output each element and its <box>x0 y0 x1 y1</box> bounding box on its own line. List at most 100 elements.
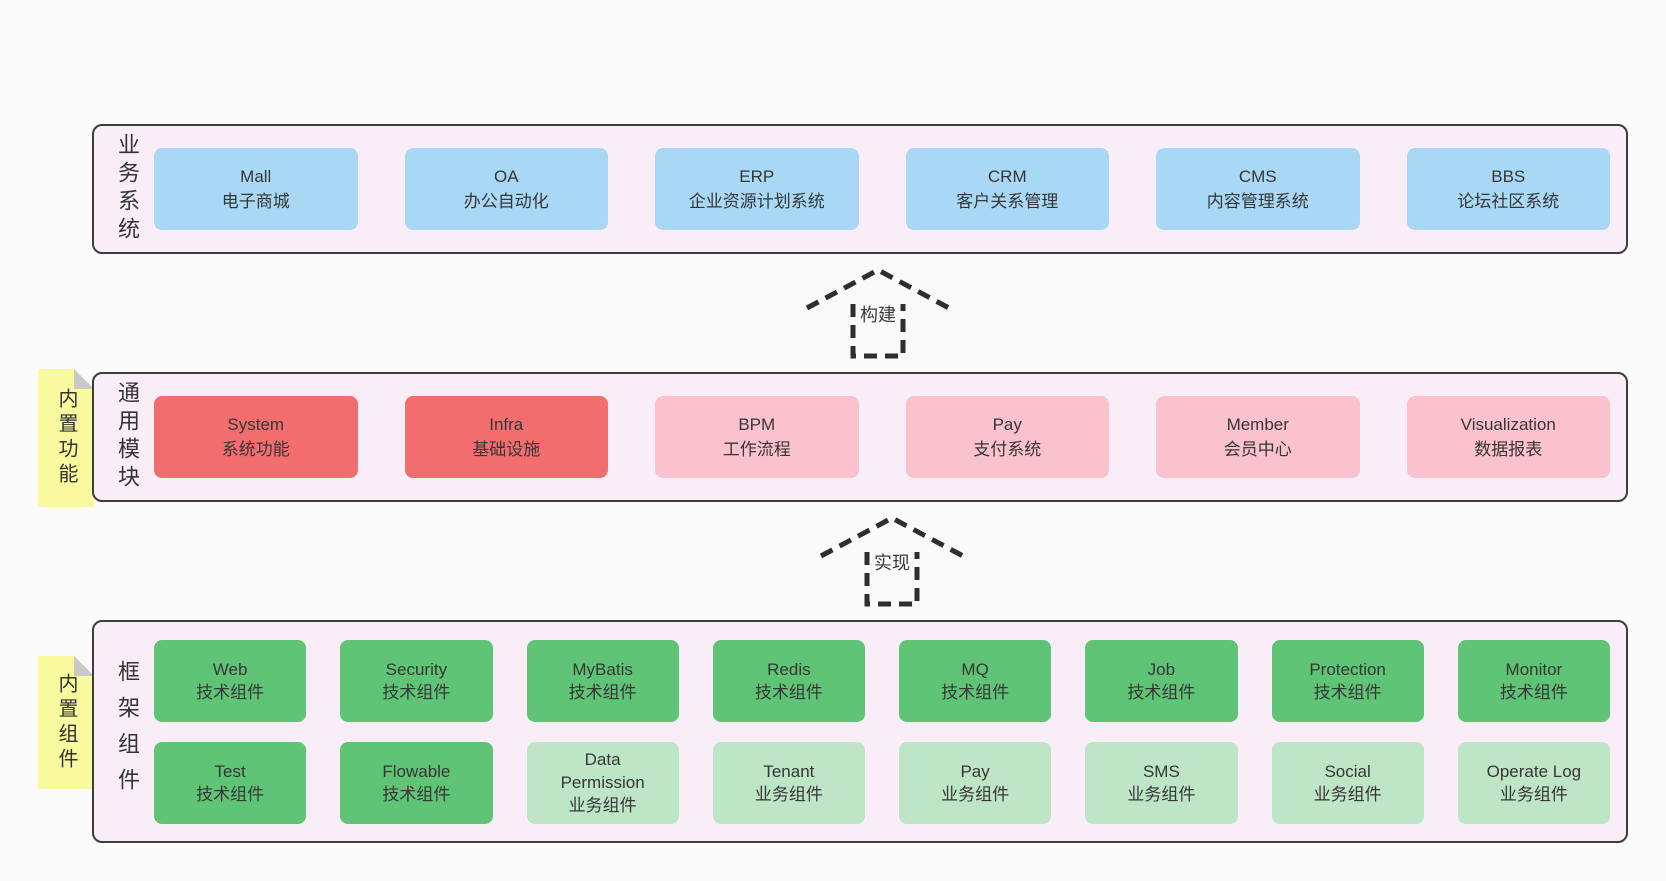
component-desc: 技术组件 <box>382 784 451 804</box>
panel-title: 框架组件 <box>115 659 140 804</box>
panel-boxes: System 系统功能 Infra 基础设施 BPM 工作流程 Pay 支付系统… <box>154 396 1610 478</box>
module-desc: 企业资源计划系统 <box>688 192 825 211</box>
module-name: BBS <box>1491 167 1526 186</box>
module-name: BPM <box>738 415 776 434</box>
module-name: CMS <box>1238 167 1277 186</box>
component-box-social: Social 业务组件 <box>1271 741 1424 824</box>
component-name: Monitor <box>1505 659 1563 679</box>
component-box-pay: Pay 业务组件 <box>899 741 1052 824</box>
box-row: Web 技术组件 Security 技术组件 MyBatis 技术组件 Redi… <box>154 639 1610 722</box>
component-name: Protection <box>1309 659 1386 679</box>
sticky-note-label: 内置组件 <box>55 672 77 773</box>
component-box-test: Test 技术组件 <box>154 741 307 824</box>
component-name: Test <box>214 761 246 781</box>
module-desc: 基础设施 <box>472 440 541 459</box>
module-name: Member <box>1226 415 1289 434</box>
module-desc: 数据报表 <box>1474 440 1543 459</box>
component-box-protection: Protection 技术组件 <box>1271 639 1424 722</box>
panel-boxes: Mall 电子商城 OA 办公自动化 ERP 企业资源计划系统 CRM 客户关系… <box>154 148 1610 230</box>
module-desc: 工作流程 <box>722 440 791 459</box>
component-desc: 业务组件 <box>1499 784 1568 804</box>
component-box-security: Security 技术组件 <box>340 639 493 722</box>
component-name: Tenant <box>763 761 815 781</box>
component-desc: 业务组件 <box>1313 784 1382 804</box>
module-name: Visualization <box>1460 415 1556 434</box>
module-box-bbs: BBS 论坛社区系统 <box>1406 148 1610 230</box>
panel-framework-components: 框架组件 Web 技术组件 Security 技术组件 MyBatis 技术组件… <box>92 620 1628 843</box>
module-box-mall: Mall 电子商城 <box>154 148 358 230</box>
implement-arrow: 实现 <box>817 514 967 610</box>
box-row: Test 技术组件 Flowable 技术组件 Data Permission … <box>154 741 1610 824</box>
component-name: Operate Log <box>1486 761 1582 781</box>
component-box-tenant: Tenant 业务组件 <box>712 741 865 824</box>
component-box-operate-log: Operate Log 业务组件 <box>1457 741 1610 824</box>
component-desc: 技术组件 <box>1313 682 1382 702</box>
module-name: Infra <box>489 415 524 434</box>
module-box-member: Member 会员中心 <box>1156 396 1360 478</box>
component-box-flowable: Flowable 技术组件 <box>340 741 493 824</box>
module-name: Mall <box>240 167 272 186</box>
component-box-mybatis: MyBatis 技术组件 <box>526 639 679 722</box>
component-name: Redis <box>767 659 811 679</box>
module-desc: 客户关系管理 <box>956 192 1059 211</box>
module-desc: 内容管理系统 <box>1206 192 1309 211</box>
module-name: System <box>227 415 285 434</box>
module-desc: 会员中心 <box>1223 440 1292 459</box>
module-box-oa: OA 办公自动化 <box>404 148 608 230</box>
component-desc: 业务组件 <box>1127 784 1196 804</box>
component-name: Flowable <box>382 761 451 781</box>
arrow-up-icon <box>819 515 965 607</box>
module-name: Pay <box>992 415 1022 434</box>
arrow-up-icon <box>805 267 951 359</box>
panel-common-modules: 通用模块 System 系统功能 Infra 基础设施 BPM 工作流程 Pay… <box>92 372 1628 502</box>
component-desc: 技术组件 <box>754 682 823 702</box>
component-name: Data Permission <box>560 750 645 792</box>
component-name: Security <box>385 659 448 679</box>
component-name: Web <box>212 659 248 679</box>
component-name: MyBatis <box>572 659 633 679</box>
panel-title: 业务系统 <box>115 133 140 245</box>
panel-business-systems: 业务系统 Mall 电子商城 OA 办公自动化 ERP 企业资源计划系统 CRM… <box>92 124 1628 254</box>
panel-title: 通用模块 <box>115 381 140 493</box>
build-arrow: 构建 <box>803 266 953 362</box>
module-box-visualization: Visualization 数据报表 <box>1406 396 1610 478</box>
sticky-note-builtin-features: 内置功能 <box>38 369 94 507</box>
component-desc: 技术组件 <box>941 682 1010 702</box>
module-box-cms: CMS 内容管理系统 <box>1156 148 1360 230</box>
module-box-crm: CRM 客户关系管理 <box>905 148 1109 230</box>
module-name: ERP <box>739 167 775 186</box>
box-row: System 系统功能 Infra 基础设施 BPM 工作流程 Pay 支付系统… <box>154 396 1610 478</box>
module-desc: 论坛社区系统 <box>1457 192 1560 211</box>
module-box-erp: ERP 企业资源计划系统 <box>655 148 859 230</box>
component-box-job: Job 技术组件 <box>1085 639 1238 722</box>
module-box-infra: Infra 基础设施 <box>404 396 608 478</box>
component-desc: 技术组件 <box>1499 682 1568 702</box>
module-desc: 办公自动化 <box>463 192 549 211</box>
component-name: MQ <box>961 659 989 679</box>
component-desc: 技术组件 <box>196 784 265 804</box>
component-name: SMS <box>1142 761 1180 781</box>
module-name: CRM <box>987 167 1027 186</box>
component-desc: 技术组件 <box>196 682 265 702</box>
box-row: Mall 电子商城 OA 办公自动化 ERP 企业资源计划系统 CRM 客户关系… <box>154 148 1610 230</box>
module-box-pay: Pay 支付系统 <box>905 396 1109 478</box>
component-name: Social <box>1324 761 1371 781</box>
module-desc: 支付系统 <box>973 440 1042 459</box>
module-name: OA <box>493 167 519 186</box>
component-box-mq: MQ 技术组件 <box>899 639 1052 722</box>
component-desc: 业务组件 <box>941 784 1010 804</box>
component-desc: 业务组件 <box>568 796 637 815</box>
sticky-note-label: 内置功能 <box>55 388 77 488</box>
component-box-redis: Redis 技术组件 <box>712 639 865 722</box>
component-desc: 业务组件 <box>754 784 823 804</box>
panel-boxes: Web 技术组件 Security 技术组件 MyBatis 技术组件 Redi… <box>154 639 1610 824</box>
module-box-system: System 系统功能 <box>154 396 358 478</box>
module-desc: 电子商城 <box>221 192 290 211</box>
component-desc: 技术组件 <box>568 682 637 702</box>
module-desc: 系统功能 <box>221 440 290 459</box>
component-desc: 技术组件 <box>1127 682 1196 702</box>
component-name: Job <box>1147 659 1176 679</box>
component-desc: 技术组件 <box>382 682 451 702</box>
component-box-monitor: Monitor 技术组件 <box>1457 639 1610 722</box>
component-name: Pay <box>960 761 990 781</box>
